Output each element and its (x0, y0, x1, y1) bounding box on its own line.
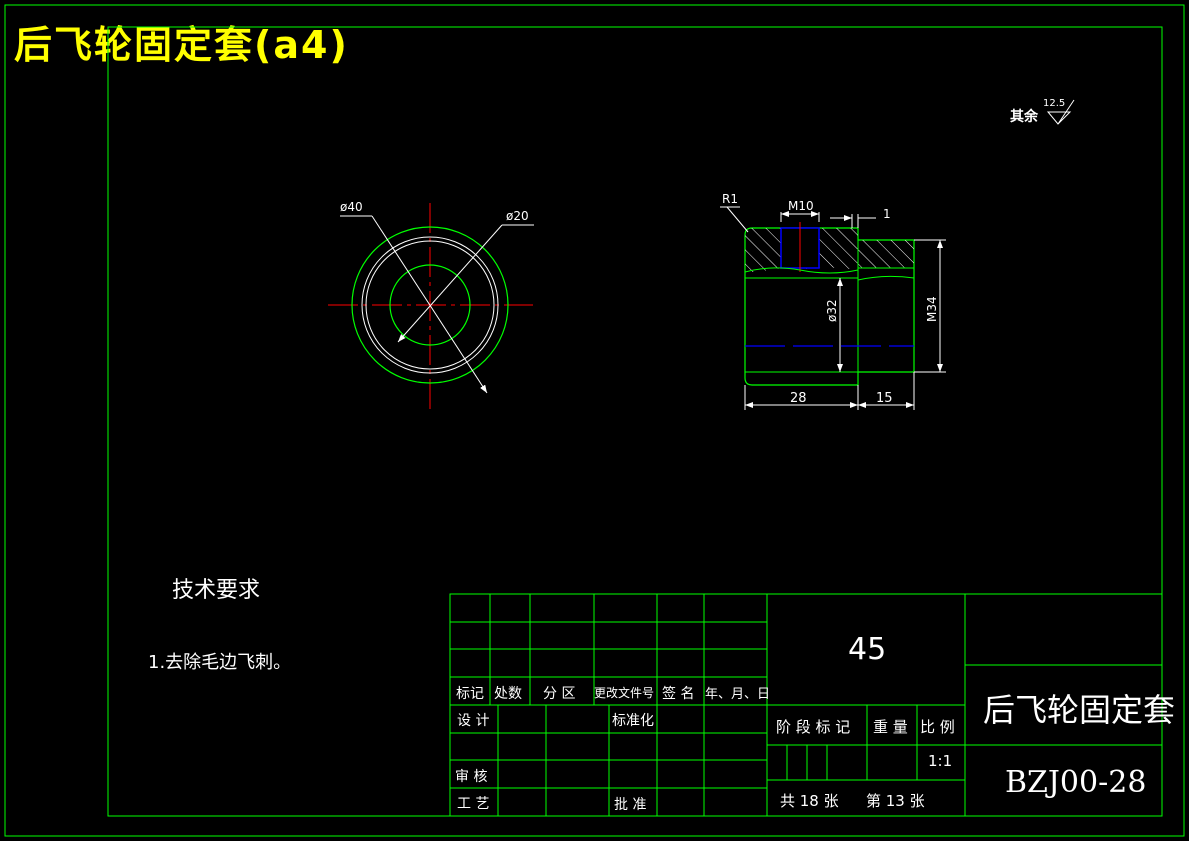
sheet-total: 共 18 张 (780, 792, 839, 810)
tech-requirements-heading: 技术要求 (172, 578, 261, 603)
label-scale: 比 例 (920, 718, 955, 736)
label-review: 审 核 (455, 769, 488, 785)
tech-requirement-item: 1.去除毛边飞刺。 (148, 652, 292, 673)
section-view: R1 M10 1 ø32 M34 28 15 (720, 192, 946, 410)
label-process: 工 艺 (457, 796, 490, 812)
scale-value: 1:1 (928, 752, 953, 770)
dim-d40: ø40 (340, 200, 363, 214)
dim-15: 15 (876, 391, 893, 406)
drawing-number: BZJ00-28 (1005, 765, 1147, 800)
drawing-title: 后飞轮固定套(a4) (14, 23, 349, 67)
title-block-grid (449, 593, 1163, 817)
thread-circle-2 (365, 240, 495, 370)
header-date: 年、月、日 (705, 687, 771, 702)
dim-d20: ø20 (506, 209, 529, 223)
label-approve: 批 准 (614, 797, 647, 813)
outer-frame (4, 4, 1185, 837)
header-change-doc: 更改文件号 (594, 686, 655, 700)
dim-28: 28 (790, 391, 807, 406)
svg-text:12.5: 12.5 (1043, 98, 1065, 109)
label-design: 设 计 (457, 713, 490, 729)
header-signature: 签 名 (662, 686, 695, 702)
header-zone: 分 区 (543, 686, 576, 702)
header-mark: 标记 (456, 686, 484, 702)
roughness-symbol: 其余 12.5 (1010, 98, 1075, 125)
label-standardization: 标准化 (612, 713, 654, 729)
header-count: 处数 (494, 686, 522, 702)
dim-m34: M34 (925, 296, 939, 322)
dim-d32: ø32 (825, 299, 839, 322)
outer-circle (351, 226, 509, 384)
label-stage-mark: 阶 段 标 记 (776, 718, 851, 736)
dim-m10: M10 (788, 199, 814, 213)
label-weight: 重 量 (873, 718, 908, 736)
svg-text:其余: 其余 (1010, 108, 1039, 125)
thread-circle-1 (361, 236, 499, 374)
bore-circle (389, 264, 471, 346)
dim-1: 1 (883, 207, 891, 221)
front-view: ø40 ø20 (328, 200, 534, 410)
part-name: 后飞轮固定套 (983, 691, 1176, 729)
dim-r1: R1 (722, 192, 738, 206)
material: 45 (848, 632, 887, 667)
sheet-number: 第 13 张 (866, 792, 925, 810)
